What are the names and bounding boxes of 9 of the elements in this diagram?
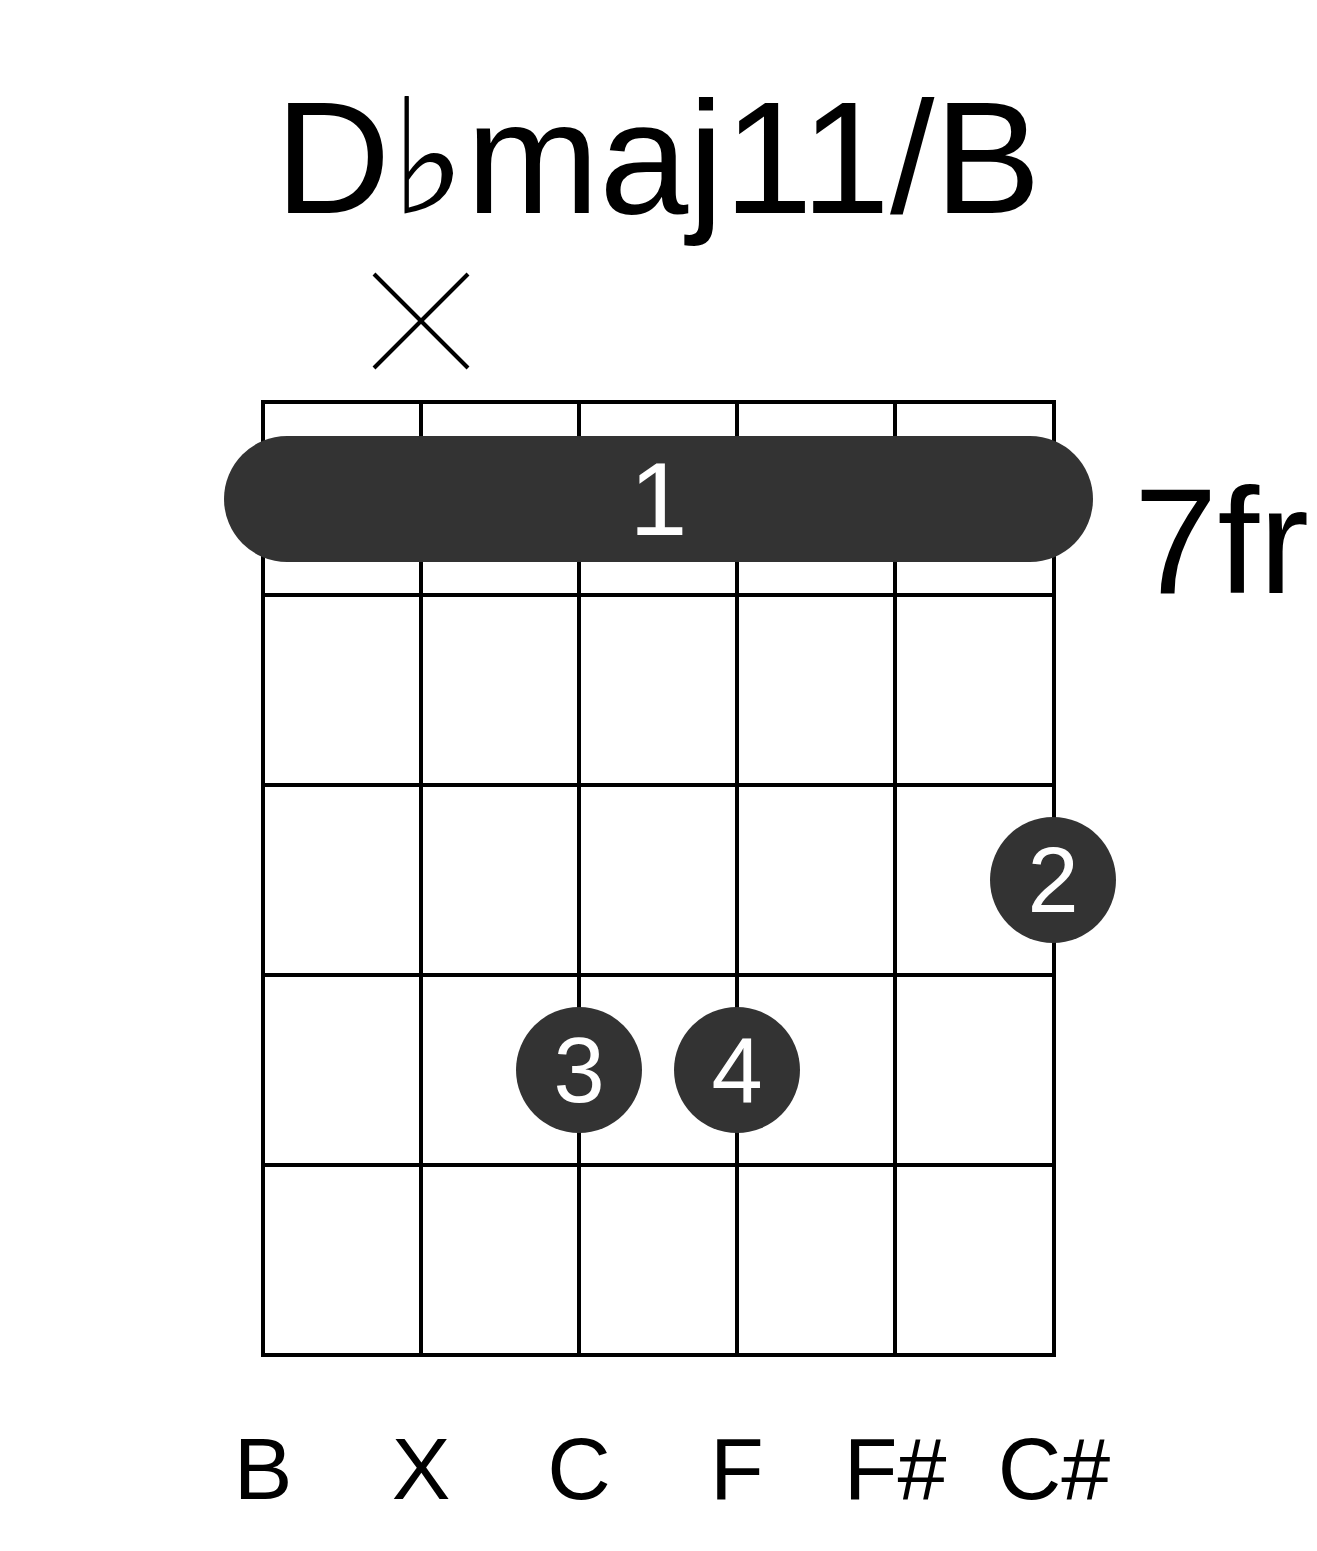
string-note-label: X bbox=[390, 1425, 452, 1513]
chord-title: D♭maj11/B bbox=[274, 67, 1042, 249]
fret-number-label: 7fr bbox=[1134, 466, 1310, 616]
barre-marker: 1 bbox=[224, 436, 1093, 562]
string-note-label: B bbox=[232, 1425, 294, 1513]
string-note-label: C# bbox=[996, 1425, 1112, 1513]
string-note-label: F# bbox=[842, 1425, 948, 1513]
string-note-label: C bbox=[546, 1425, 612, 1513]
string-note-label: F bbox=[709, 1425, 765, 1513]
